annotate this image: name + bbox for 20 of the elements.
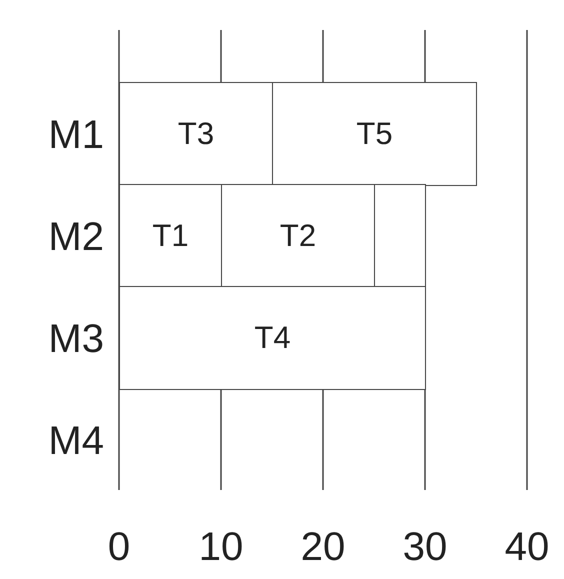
- idle-slot: [374, 184, 426, 288]
- axis-tick-label: 40: [504, 527, 550, 567]
- task-bar: [221, 184, 375, 288]
- task-bar: [119, 286, 426, 390]
- machine-label: M1: [48, 115, 104, 155]
- task-bar: [272, 82, 477, 186]
- machine-label: M4: [48, 421, 104, 461]
- machine-label: M3: [48, 319, 104, 359]
- axis-tick-label: 10: [198, 527, 244, 567]
- task-label: T4: [254, 320, 291, 356]
- axis-tick-label: 20: [300, 527, 346, 567]
- axis-tick-label: 0: [108, 527, 130, 567]
- task-bar: [119, 82, 273, 186]
- task-label: T1: [152, 218, 189, 254]
- task-label: T2: [280, 218, 316, 254]
- task-label: T5: [356, 116, 393, 152]
- task-bar: [119, 184, 222, 288]
- machine-label: M2: [48, 217, 104, 257]
- axis-tick-label: 30: [402, 527, 448, 567]
- task-label: T3: [178, 116, 214, 152]
